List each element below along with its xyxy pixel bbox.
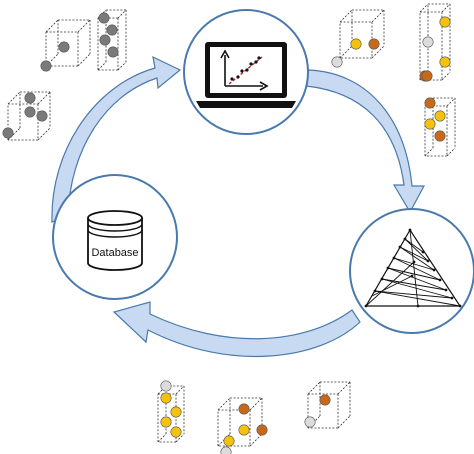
atom bbox=[220, 446, 232, 454]
atom bbox=[106, 24, 118, 36]
atom bbox=[107, 46, 119, 58]
crystal-cells bbox=[2, 3, 456, 454]
atom bbox=[424, 118, 436, 130]
atom bbox=[24, 92, 36, 104]
atom bbox=[40, 60, 52, 72]
triangulated-mesh-icon bbox=[364, 228, 462, 308]
crystal-cell bbox=[419, 3, 451, 82]
atom bbox=[58, 41, 70, 53]
atom bbox=[36, 110, 48, 122]
atom bbox=[350, 38, 362, 50]
atom bbox=[238, 403, 250, 415]
atom bbox=[439, 16, 451, 28]
atom bbox=[434, 130, 446, 142]
node-model bbox=[183, 9, 309, 135]
atom bbox=[368, 38, 380, 50]
arrow-model-to-structures bbox=[305, 69, 426, 214]
atom bbox=[424, 97, 436, 109]
node-structures bbox=[349, 208, 474, 334]
atom bbox=[160, 416, 172, 428]
laptop-scatter-plot-icon bbox=[196, 42, 296, 108]
atom bbox=[256, 424, 268, 436]
atom bbox=[170, 406, 182, 418]
crystal-cell bbox=[304, 381, 351, 429]
crystal-cell bbox=[424, 97, 456, 157]
atom bbox=[99, 34, 111, 46]
atom bbox=[170, 426, 182, 438]
crystal-cell bbox=[217, 397, 268, 454]
node-structures-circle bbox=[349, 208, 474, 334]
atom bbox=[238, 424, 250, 436]
atom bbox=[160, 380, 172, 392]
atom bbox=[421, 70, 433, 82]
crystal-cell bbox=[2, 91, 51, 141]
atom bbox=[422, 36, 434, 48]
database-label: Database bbox=[91, 247, 138, 259]
crystal-cell bbox=[40, 19, 91, 72]
arrow-structures-to-database bbox=[112, 301, 361, 358]
node-database: Database bbox=[52, 174, 178, 300]
atom bbox=[2, 127, 14, 139]
atom bbox=[223, 435, 235, 447]
atom bbox=[439, 56, 451, 68]
crystal-cell bbox=[157, 380, 185, 443]
atom bbox=[160, 392, 172, 404]
atom bbox=[98, 12, 110, 24]
atom bbox=[24, 106, 36, 118]
crystal-cell bbox=[331, 9, 385, 68]
database-cylinder-icon bbox=[87, 210, 143, 271]
atom bbox=[331, 56, 343, 68]
crystal-cell bbox=[97, 9, 127, 71]
atom bbox=[434, 110, 446, 122]
atom bbox=[319, 394, 331, 406]
atom bbox=[304, 416, 316, 428]
